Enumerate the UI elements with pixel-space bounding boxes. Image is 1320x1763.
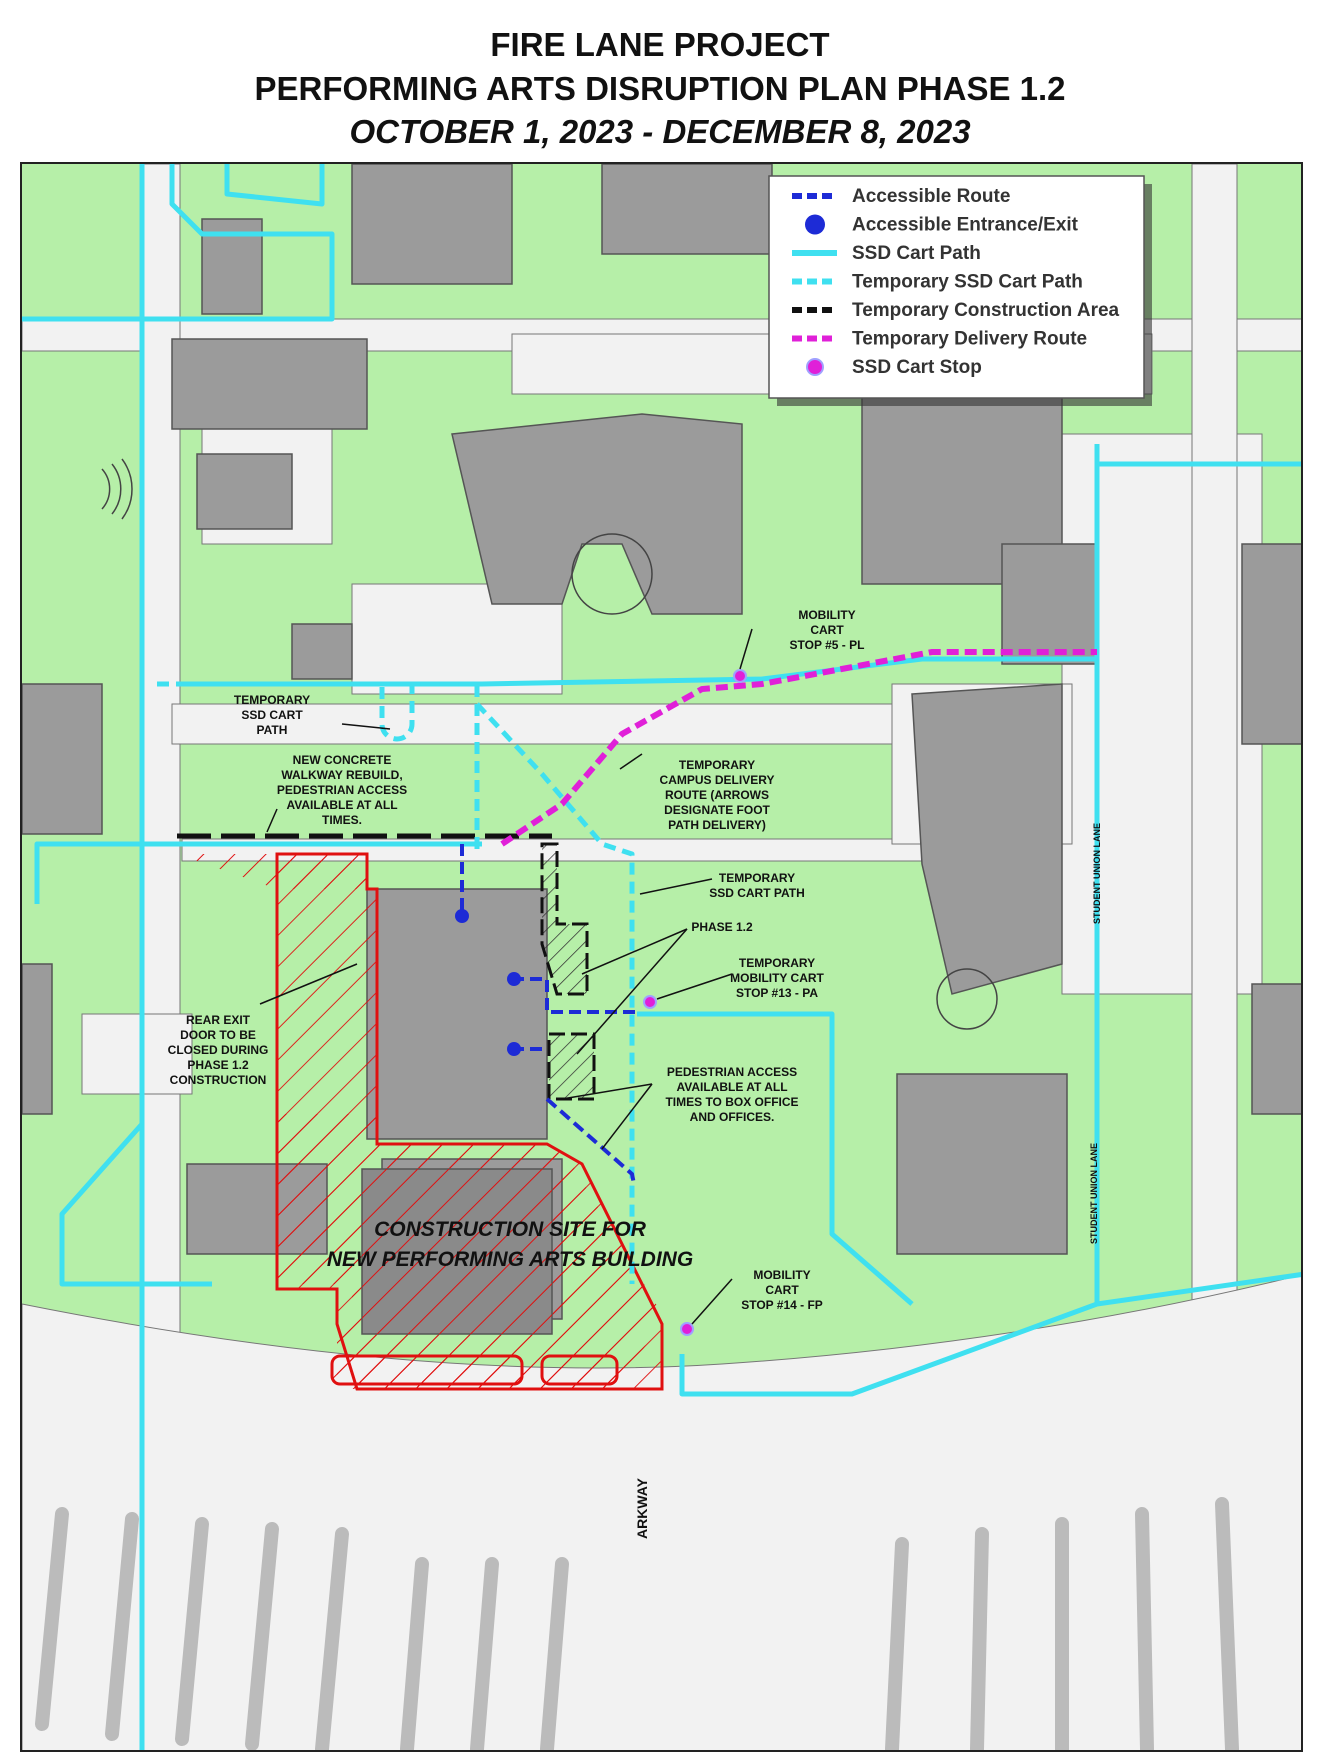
parking-lots	[35, 1497, 1239, 1750]
legend-label: Accessible Entrance/Exit	[852, 215, 1079, 236]
temporary-delivery-route	[500, 649, 1097, 847]
legend-item: Accessible Entrance/Exit	[805, 214, 1079, 236]
map-subtitle: PERFORMING ARTS DISRUPTION PLAN PHASE 1.…	[254, 70, 1066, 107]
legend-label: SSD Cart Stop	[852, 357, 982, 378]
legend-item: SSD Cart Path	[792, 243, 981, 264]
legend-symbol	[805, 214, 825, 235]
legend-label: Temporary Construction Area	[852, 300, 1120, 321]
legend-item: Temporary SSD Cart Path	[792, 272, 1083, 293]
legend-item: Accessible Route	[792, 186, 1010, 207]
construction-site	[177, 852, 664, 1391]
buildings	[22, 164, 1301, 1320]
ssd-cart-path	[22, 164, 1301, 1750]
title-block: FIRE LANE PROJECT PERFORMING ARTS DISRUP…	[0, 0, 1320, 160]
temporary-ssd-cart-path	[157, 681, 635, 1284]
date-range: OCTOBER 1, 2023 - DECEMBER 8, 2023	[349, 113, 971, 150]
legend-item: Temporary Construction Area	[792, 300, 1120, 321]
amphitheater	[101, 458, 998, 1030]
legend-label: Temporary SSD Cart Path	[852, 272, 1083, 293]
legend-item: Temporary Delivery Route	[792, 329, 1087, 350]
accessible-entrances	[455, 909, 521, 1056]
legend-symbol	[806, 358, 824, 376]
map-title: FIRE LANE PROJECT	[490, 26, 830, 63]
legend-label: SSD Cart Path	[852, 243, 981, 264]
legend-label: Accessible Route	[852, 186, 1010, 207]
legend-item: SSD Cart Stop	[806, 357, 982, 378]
ssd-cart-stops	[643, 669, 747, 1336]
leader-lines	[259, 628, 753, 1325]
phase-1-2-areas	[540, 842, 596, 1101]
legend-label: Temporary Delivery Route	[852, 329, 1087, 350]
